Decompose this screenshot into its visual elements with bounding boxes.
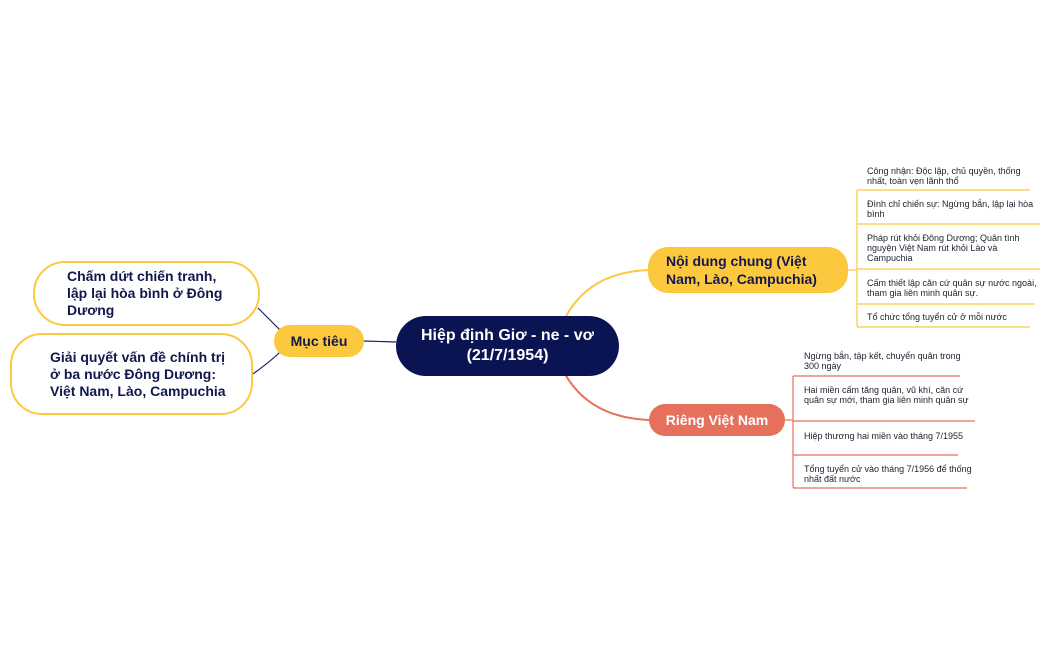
common-content-node[interactable]: Nội dung chung (Việt Nam, Lào, Campuchia…	[648, 247, 848, 293]
goal-child-2[interactable]: Giải quyết vấn đề chính trị ở ba nước Đô…	[10, 333, 253, 415]
common-leaf-5[interactable]: Tổ chức tổng tuyển cử ở mỗi nước	[867, 312, 1039, 322]
vietnam-leaf-2[interactable]: Hai miền cấm tăng quân, vũ khí, căn cứ q…	[804, 385, 974, 405]
common-leaf-1-text: Công nhận: Độc lập, chủ quyền, thống nhấ…	[867, 166, 1021, 186]
goal-node[interactable]: Mục tiêu	[274, 325, 364, 357]
connector-common-leaves	[856, 190, 860, 328]
vietnam-leaf-1[interactable]: Ngừng bắn, tập kết, chuyển quân trong 30…	[804, 351, 974, 371]
common-leaf-4-text: Cấm thiết lập căn cứ quân sự nước ngoài,…	[867, 278, 1037, 298]
vietnam-leaf-3[interactable]: Hiệp thương hai miền vào tháng 7/1955	[804, 431, 974, 441]
common-leaf-2-text: Đình chỉ chiến sự: Ngừng bắn, lập lại hò…	[867, 199, 1034, 219]
connector-goal-child-2	[252, 351, 281, 375]
vietnam-leaf-1-text: Ngừng bắn, tập kết, chuyển quân trong 30…	[804, 351, 961, 371]
common-leaf-3-text: Pháp rút khỏi Đông Dương; Quân tình nguy…	[867, 233, 1020, 263]
common-leaf-2[interactable]: Đình chỉ chiến sự: Ngừng bắn, lập lại hò…	[867, 199, 1039, 219]
goal-child-1-text: Chấm dứt chiến tranh, lập lại hòa bình ở…	[67, 268, 223, 318]
common-leaf-1[interactable]: Công nhận: Độc lập, chủ quyền, thống nhấ…	[867, 166, 1039, 186]
root-title: Hiệp định Giơ - ne - vơ (21/7/1954)	[421, 327, 594, 364]
vietnam-node[interactable]: Riêng Việt Nam	[649, 404, 785, 436]
goal-child-2-text: Giải quyết vấn đề chính trị ở ba nước Đô…	[50, 348, 226, 399]
vietnam-leaf-3-text: Hiệp thương hai miền vào tháng 7/1955	[804, 431, 964, 441]
common-content-label: Nội dung chung (Việt Nam, Lào, Campuchia…	[666, 253, 817, 287]
root-node[interactable]: Hiệp định Giơ - ne - vơ (21/7/1954)	[396, 316, 619, 376]
vietnam-label: Riêng Việt Nam	[665, 412, 769, 428]
connector-root-common	[564, 269, 649, 319]
connector-root-goal	[363, 340, 397, 343]
goal-child-1[interactable]: Chấm dứt chiến tranh, lập lại hòa bình ở…	[33, 261, 260, 326]
connector-goal-child-1	[257, 307, 281, 331]
vietnam-leaf-4-text: Tổng tuyển cử vào tháng 7/1956 để thống …	[804, 464, 972, 484]
common-leaf-4[interactable]: Cấm thiết lập căn cứ quân sự nước ngoài,…	[867, 278, 1039, 298]
common-leaf-3[interactable]: Pháp rút khỏi Đông Dương; Quân tình nguy…	[867, 233, 1039, 263]
vietnam-leaf-4[interactable]: Tổng tuyển cử vào tháng 7/1956 để thống …	[804, 464, 974, 484]
vietnam-leaf-2-text: Hai miền cấm tăng quân, vũ khí, căn cứ q…	[804, 385, 969, 405]
connector-root-viet	[564, 373, 650, 421]
common-leaf-5-text: Tổ chức tổng tuyển cử ở mỗi nước	[867, 312, 1007, 322]
goal-label: Mục tiêu	[290, 333, 348, 349]
connector-viet-leaves	[792, 376, 796, 489]
